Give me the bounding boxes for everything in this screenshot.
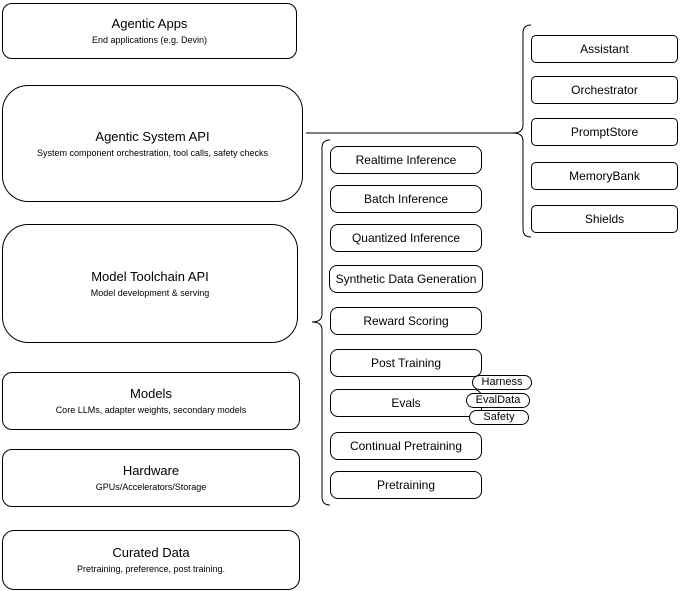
- layer-box-models: Models Core LLMs, adapter weights, secon…: [2, 372, 300, 430]
- layer-title: Hardware: [122, 463, 180, 478]
- layer-title: Model Toolchain API: [91, 268, 209, 284]
- toolchain-box-evals: Evals: [330, 389, 482, 417]
- system-column-brace: [512, 24, 532, 238]
- layer-subtitle: Core LLMs, adapter weights, secondary mo…: [55, 405, 247, 415]
- toolchain-box-synthetic-data-generation: Synthetic Data Generation: [329, 265, 483, 293]
- toolchain-box-pretraining: Pretraining: [330, 471, 482, 499]
- system-box-memorybank: MemoryBank: [531, 162, 678, 190]
- toolchain-box-batch-inference: Batch Inference: [330, 185, 482, 213]
- evals-tag-safety: Safety: [469, 410, 529, 425]
- layer-title: Agentic Apps: [111, 16, 188, 31]
- layer-box-agentic-apps: Agentic Apps End applications (e.g. Devi…: [2, 3, 297, 59]
- layer-subtitle: System component orchestration, tool cal…: [36, 147, 269, 158]
- layer-box-model-toolchain-api: Model Toolchain API Model development & …: [2, 224, 298, 343]
- layer-box-agentic-system-api: Agentic System API System component orch…: [2, 85, 303, 202]
- toolchain-box-realtime-inference: Realtime Inference: [330, 146, 482, 174]
- layer-subtitle: GPUs/Accelerators/Storage: [95, 482, 207, 492]
- layer-subtitle: End applications (e.g. Devin): [91, 35, 208, 45]
- layer-box-hardware: Hardware GPUs/Accelerators/Storage: [2, 449, 300, 507]
- layer-title: Curated Data: [112, 545, 190, 560]
- system-box-shields: Shields: [531, 205, 678, 233]
- layer-subtitle: Pretraining, preference, post training.: [76, 564, 226, 574]
- layer-title: Models: [130, 386, 172, 401]
- toolchain-box-quantized-inference: Quantized Inference: [330, 224, 482, 252]
- system-box-orchestrator: Orchestrator: [531, 76, 678, 104]
- layer-title: Agentic System API: [95, 128, 210, 144]
- toolchain-box-continual-pretraining: Continual Pretraining: [330, 432, 482, 460]
- toolchain-column-brace: [311, 139, 331, 506]
- system-box-promptstore: PromptStore: [531, 118, 678, 146]
- layer-box-curated-data: Curated Data Pretraining, preference, po…: [2, 530, 300, 590]
- evals-tag-evaldata: EvalData: [466, 393, 530, 408]
- evals-tag-harness: Harness: [472, 375, 532, 390]
- toolchain-box-reward-scoring: Reward Scoring: [330, 307, 482, 335]
- layer-subtitle: Model development & serving: [90, 287, 210, 298]
- toolchain-box-post-training: Post Training: [330, 349, 482, 377]
- system-box-assistant: Assistant: [531, 35, 678, 63]
